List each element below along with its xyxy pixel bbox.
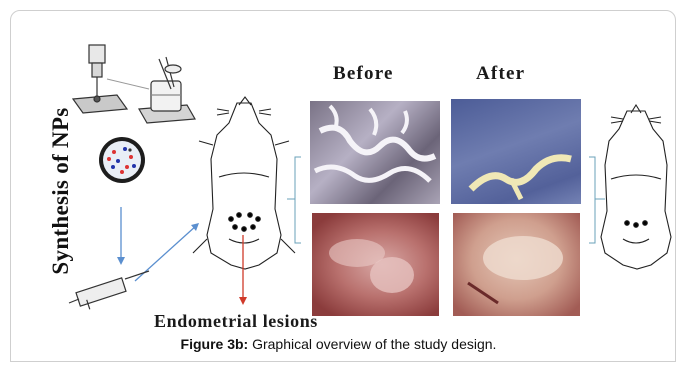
- histology-after-image: [451, 99, 581, 204]
- histology-before-image: [310, 101, 440, 204]
- endometrial-lesions-label: Endometrial lesions: [154, 311, 318, 332]
- after-heading: After: [476, 63, 525, 85]
- caption-text: Graphical overview of the study design.: [252, 336, 496, 352]
- magnetic-stirrer-icon: [73, 45, 127, 113]
- syringe-icon: [69, 271, 149, 309]
- bracket-left: [287, 157, 301, 243]
- study-design-graphic: Synthesis of NPs Before After: [39, 39, 675, 341]
- beaker-icon: [139, 57, 195, 123]
- figure-caption: Figure 3b: Graphical overview of the stu…: [0, 336, 677, 352]
- caption-label: Figure 3b:: [181, 336, 249, 352]
- nanoparticle-icon: [99, 137, 145, 183]
- lesion-before-photo: [312, 213, 439, 316]
- vertical-title: Synthesis of NPs: [48, 81, 74, 301]
- lesion-after-photo: [453, 213, 580, 316]
- before-heading: Before: [333, 63, 394, 85]
- rat-left-icon: [193, 97, 295, 269]
- rat-right-icon: [601, 105, 671, 269]
- figure-frame: Synthesis of NPs Before After: [10, 10, 676, 362]
